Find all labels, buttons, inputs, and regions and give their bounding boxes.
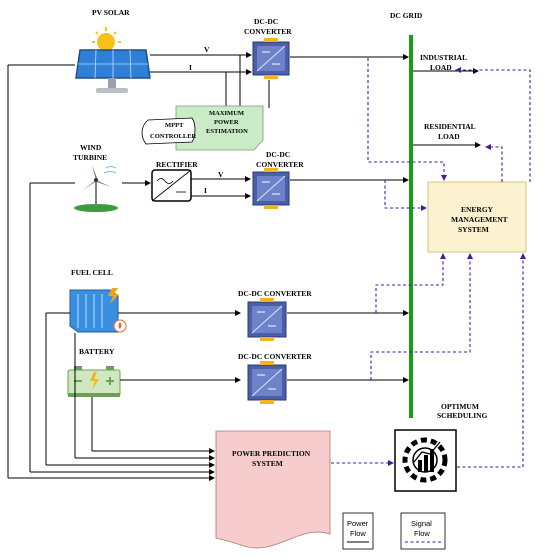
dcdc-converter-top-icon xyxy=(252,38,290,79)
signal-topconv-to-ems xyxy=(367,58,447,181)
optimum-scheduling-icon xyxy=(394,429,457,492)
pv-i-label: I xyxy=(189,63,192,72)
ems-box xyxy=(427,181,527,253)
pv-solar-icon xyxy=(75,27,151,93)
dcdc-top-label-1: DC-DC xyxy=(254,17,278,26)
ems-label-1: ENERGY xyxy=(461,205,494,214)
pv-v-label: V xyxy=(204,45,210,54)
legend-power-label-1: Power xyxy=(347,519,369,528)
dcdc-fc-label: DC-DC CONVERTER xyxy=(238,289,312,298)
dcdc-converter-battery-icon xyxy=(247,361,287,404)
wind-turbine-icon xyxy=(74,165,118,212)
signal-ems-to-residential xyxy=(485,144,503,182)
industrial-load-label-2: LOAD xyxy=(430,63,452,72)
legend-signal-label-2: Flow xyxy=(414,529,430,538)
mpe-label-1: MAXIMUM xyxy=(209,110,244,117)
wind-turbine-label-1: WIND xyxy=(80,143,102,152)
legend-signal-box xyxy=(400,512,446,550)
signal-batconv-to-ems xyxy=(370,253,473,380)
power-prediction-label-1: POWER PREDICTION xyxy=(232,449,311,458)
dc-grid-label: DC GRID xyxy=(390,11,423,20)
fuel-cell-label: FUEL CELL xyxy=(71,268,113,277)
mpe-label-2: POWER xyxy=(214,119,239,126)
power-prediction-box xyxy=(215,430,331,549)
rectifier-i-label: I xyxy=(204,186,207,195)
optimum-label-2: SCHEDULING xyxy=(437,411,488,420)
dcdc-converter-fc-icon xyxy=(247,298,287,341)
industrial-load-label-1: INDUSTRIAL xyxy=(420,53,467,62)
signal-ems-to-industrial xyxy=(455,67,531,182)
mppt-label-2: CONTROLLER xyxy=(150,133,197,140)
dcdc-mid-label-2: CONVERTER xyxy=(256,160,304,169)
signal-fcconv-to-ems xyxy=(375,253,446,313)
power-prediction-label-2: SYSTEM xyxy=(252,459,283,468)
dcdc-battery-label: DC-DC CONVERTER xyxy=(238,352,312,361)
mpe-label-3: ESTIMATION xyxy=(206,128,248,135)
rectifier-v-label: V xyxy=(218,170,224,179)
battery-icon xyxy=(67,366,121,397)
dcdc-mid-label-1: DC-DC xyxy=(266,150,290,159)
battery-label: BATTERY xyxy=(79,347,115,356)
optimum-label-1: OPTIMUM xyxy=(441,402,479,411)
residential-load-label-1: RESIDENTIAL xyxy=(424,122,476,131)
dcdc-top-label-2: CONVERTER xyxy=(244,27,292,36)
rectifier-icon xyxy=(151,169,192,202)
dcdc-converter-mid-icon xyxy=(252,168,290,209)
ems-label-3: SYSTEM xyxy=(458,225,489,234)
legend-signal-label-1: Signal xyxy=(411,519,432,528)
rectifier-label: RECTIFIER xyxy=(156,160,198,169)
mppt-label-1: MPPT xyxy=(165,122,184,129)
residential-load-label-2: LOAD xyxy=(438,132,460,141)
ems-label-2: MANAGEMENT xyxy=(451,215,508,224)
pv-solar-label: PV SOLAR xyxy=(92,8,130,17)
legend-power-box xyxy=(342,512,374,550)
mppt-controller-box xyxy=(141,117,196,145)
signal-optimum-to-ems xyxy=(457,253,526,468)
signal-midconv-to-ems xyxy=(384,180,427,211)
legend-power-label-2: Flow xyxy=(350,529,366,538)
fuel-cell-icon xyxy=(69,288,127,333)
wind-turbine-label-2: TURBINE xyxy=(73,153,107,162)
